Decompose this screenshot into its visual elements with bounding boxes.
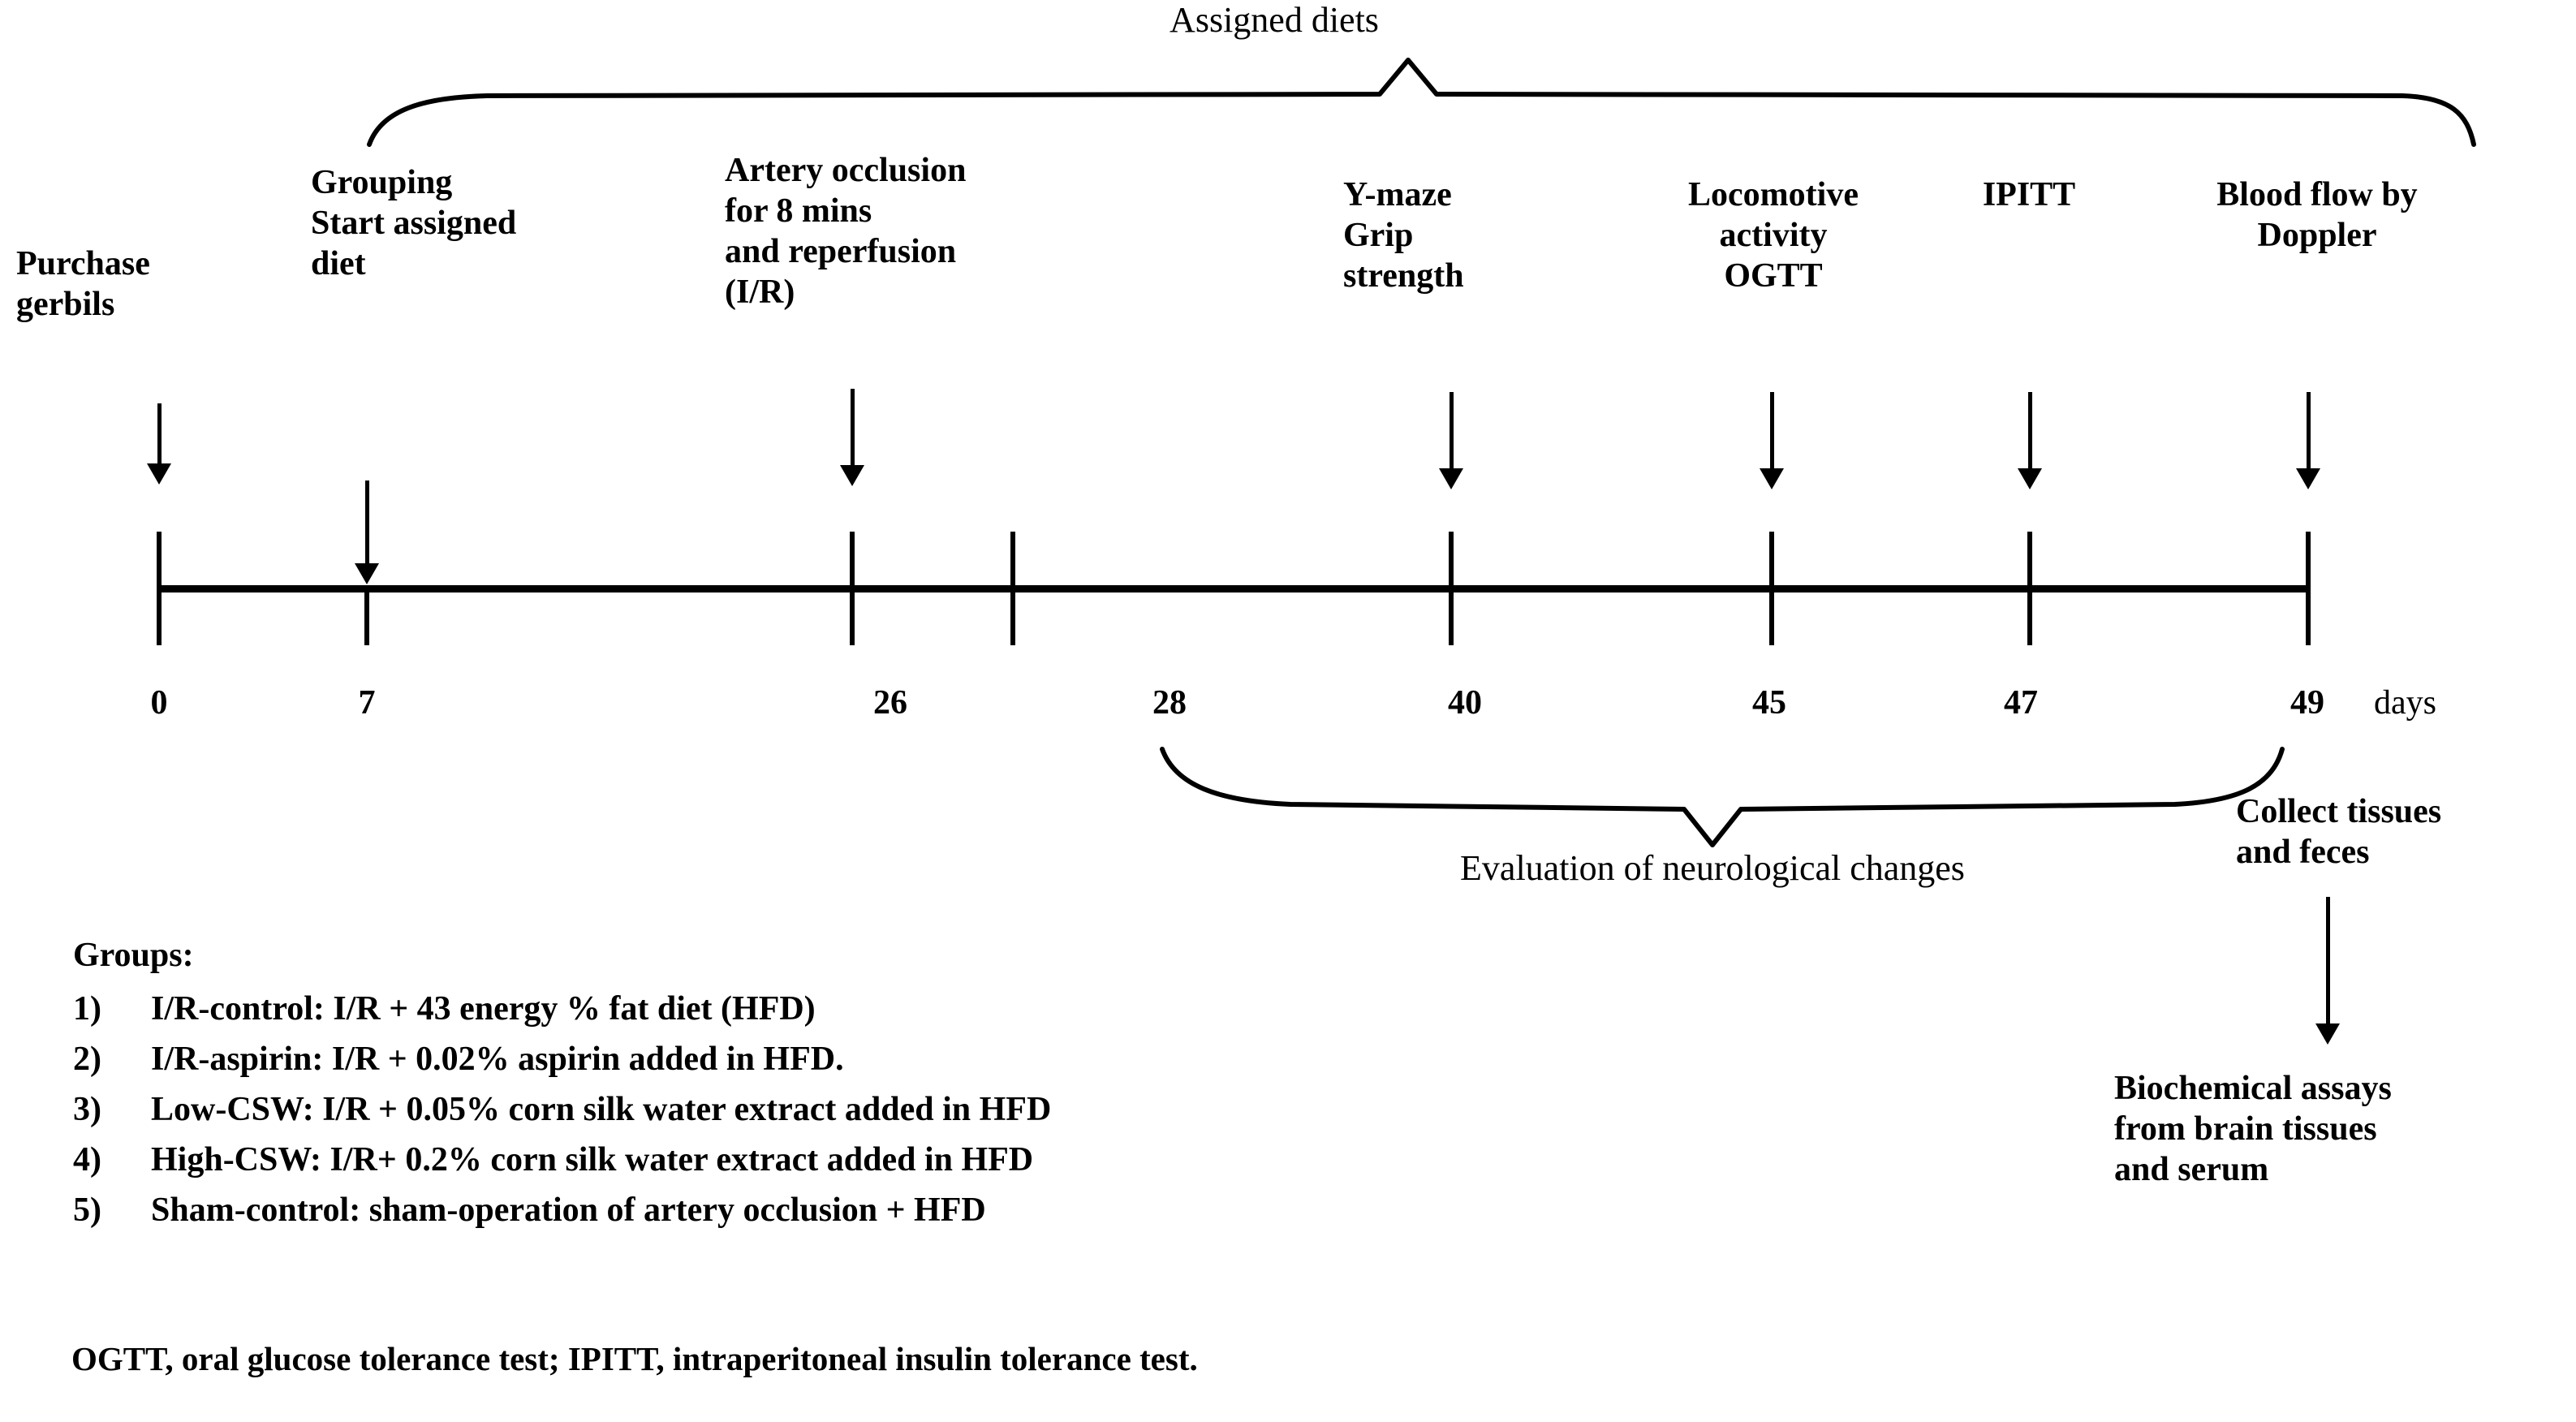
group-number-1: 1) [73, 990, 101, 1028]
tick-day-47 [2027, 532, 2032, 645]
day-label-7: 7 [358, 684, 376, 722]
tick-day-28 [1010, 532, 1015, 645]
neurological-evaluation-label: Evaluation of neurological changes [1460, 848, 1965, 888]
group-number-4: 4) [73, 1141, 101, 1179]
day-label-47: 47 [2004, 684, 2038, 722]
tick-day-40 [1449, 532, 1454, 645]
event-label-day-26: Artery occlusion for 8 mins and reperfus… [725, 152, 967, 311]
group-number-2: 2) [73, 1041, 101, 1078]
event-label-day-45: Locomotive activity OGTT [1688, 176, 1859, 295]
day-label-40: 40 [1448, 684, 1482, 722]
group-text-4: High-CSW: I/R+ 0.2% corn silk water extr… [151, 1141, 1034, 1179]
day-label-28: 28 [1152, 684, 1187, 722]
assigned-diets-label: Assigned diets [1170, 0, 1379, 40]
group-text-3: Low-CSW: I/R + 0.05% corn silk water ext… [151, 1091, 1052, 1128]
group-item-4: 4) High-CSW: I/R+ 0.2% corn silk water e… [73, 1135, 1859, 1185]
abbreviations-footnote: OGTT, oral glucose tolerance test; IPITT… [71, 1340, 1198, 1377]
tick-day-0 [157, 532, 162, 645]
group-item-2: 2) I/R-aspirin: I/R + 0.02% aspirin adde… [73, 1034, 1859, 1084]
tick-day-49 [2306, 532, 2311, 645]
collect-tissues-label: Collect tissues and feces [2236, 793, 2442, 871]
group-item-5: 5) Sham-control: sham-operation of arter… [73, 1185, 1859, 1235]
group-number-5: 5) [73, 1191, 101, 1229]
tick-day-26 [850, 532, 855, 645]
day-label-49: 49 [2290, 684, 2324, 722]
group-item-1: 1) I/R-control: I/R + 43 energy % fat di… [73, 984, 1859, 1034]
event-label-day-47: IPITT [1982, 176, 2076, 213]
groups-block: Groups: 1) I/R-control: I/R + 43 energy … [73, 930, 1859, 1235]
group-item-3: 3) Low-CSW: I/R + 0.05% corn silk water … [73, 1084, 1859, 1135]
event-label-day-0: Purchase gerbils [16, 245, 150, 323]
day-label-26: 26 [873, 684, 907, 722]
days-unit-label: days [2374, 684, 2436, 722]
timeline-axis [159, 585, 2311, 592]
event-label-day-7: Grouping Start assigned diet [311, 164, 517, 282]
groups-heading: Groups: [73, 937, 194, 974]
biochemical-assays-label: Biochemical assays from brain tissues an… [2114, 1070, 2392, 1188]
tick-day-45 [1769, 532, 1774, 645]
group-text-1: I/R-control: I/R + 43 energy % fat diet … [151, 990, 816, 1028]
neurological-evaluation-brace [1160, 747, 2285, 847]
assigned-diets-brace [367, 58, 2476, 147]
tick-day-7 [364, 585, 369, 645]
group-number-3: 3) [73, 1091, 101, 1128]
day-label-45: 45 [1752, 684, 1786, 722]
day-label-0: 0 [150, 684, 168, 722]
event-label-day-49: Blood flow by Doppler [2216, 176, 2418, 254]
group-text-5: Sham-control: sham-operation of artery o… [151, 1191, 986, 1229]
group-text-2: I/R-aspirin: I/R + 0.02% aspirin added i… [151, 1041, 844, 1078]
event-label-day-40: Y-maze Grip strength [1343, 176, 1464, 295]
